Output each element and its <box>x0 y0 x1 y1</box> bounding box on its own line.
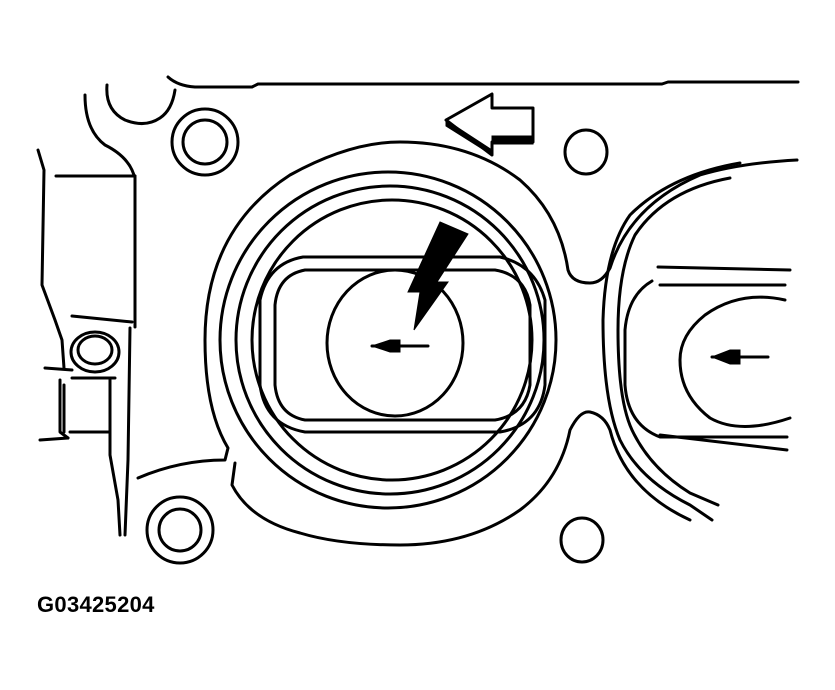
bolt-hole-top-left <box>170 107 240 177</box>
bore-marker-right-icon <box>710 349 770 365</box>
figure-id-label: G03425204 <box>37 592 155 617</box>
casting-outline-left <box>36 83 177 537</box>
direction-arrow-left-icon <box>444 92 535 157</box>
bore-marker-left-icon <box>370 339 430 353</box>
dowel-hole-top <box>563 128 609 176</box>
callout-pointer-icon <box>407 221 469 331</box>
dowel-hole-bottom <box>559 516 605 564</box>
cylinder-right <box>601 161 792 522</box>
bolt-hole-bottom-left <box>145 495 215 565</box>
top-edge <box>166 75 800 89</box>
cylinder-gasket-left <box>136 140 799 547</box>
combustion-chamber-left <box>258 255 547 434</box>
